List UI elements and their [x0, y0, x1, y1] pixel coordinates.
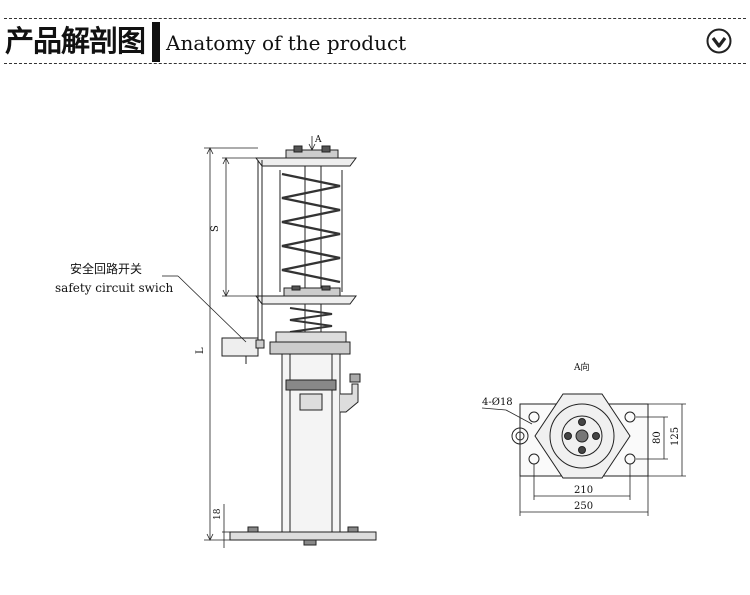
product-drawing: A S L 18 安全回路开关 safety circuit swich	[55, 135, 686, 548]
header-bottom-dashed-rule	[4, 63, 746, 64]
base-height-label: 18	[213, 508, 223, 520]
callout-label-chinese: 安全回路开关	[70, 261, 142, 276]
dimension-125-label: 125	[670, 427, 681, 446]
dimension-210-label: 210	[574, 485, 593, 496]
header-title-english: Anatomy of the product	[166, 31, 407, 55]
header-title-chinese: 产品解剖图	[5, 24, 146, 58]
chevron-down-circle-icon[interactable]	[706, 28, 732, 54]
buffer-side-view	[162, 136, 377, 548]
dimension-250-label: 250	[574, 501, 593, 512]
view-arrow-label: A	[314, 135, 322, 145]
section-header: 产品解剖图 Anatomy of the product	[0, 0, 750, 70]
mounting-plate-view	[481, 393, 686, 516]
stroke-dimension-label: S	[210, 225, 221, 232]
dimension-80-label: 80	[652, 431, 663, 444]
header-top-dashed-rule	[4, 18, 746, 19]
header-separator-bar	[152, 22, 160, 62]
hole-spec-label: 4-Ø18	[482, 397, 513, 408]
length-dimension-label: L	[195, 347, 206, 354]
callout-label-english: safety circuit swich	[55, 281, 173, 295]
view-a-title: A向	[573, 361, 590, 373]
